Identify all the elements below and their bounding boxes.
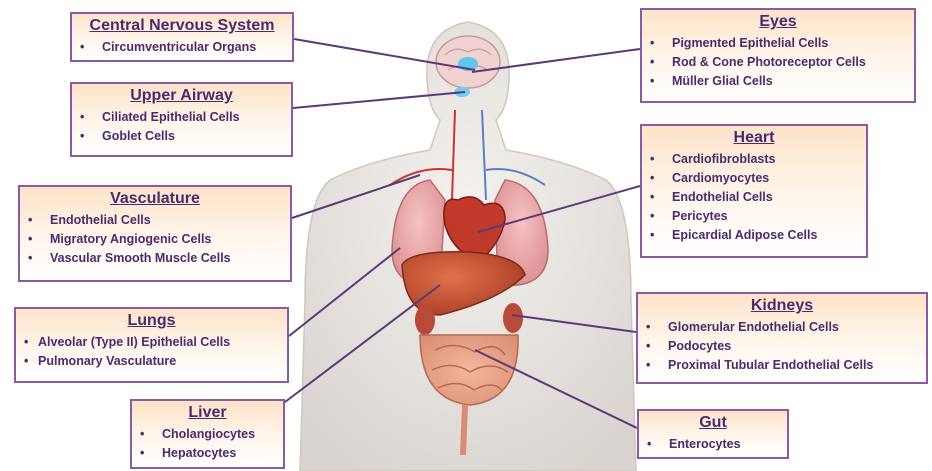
list-item: •Vascular Smooth Muscle Cells xyxy=(28,249,282,268)
box-gut: Gut •Enterocytes xyxy=(637,409,789,459)
box-title: Eyes xyxy=(650,13,906,31)
list-item: •Goblet Cells xyxy=(80,127,283,146)
list-item: •Pericytes xyxy=(650,207,858,226)
list-item: •Enterocytes xyxy=(647,435,779,454)
list-item: •Cholangiocytes xyxy=(140,425,275,444)
box-title: Kidneys xyxy=(646,297,918,315)
box-upper-airway: Upper Airway •Ciliated Epithelial Cells … xyxy=(70,82,293,157)
box-title: Gut xyxy=(647,414,779,432)
box-heart: Heart •Cardiofibroblasts •Cardiomyocytes… xyxy=(640,124,868,258)
box-liver: Liver •Cholangiocytes •Hepatocytes xyxy=(130,399,285,469)
box-vasculature: Vasculature •Endothelial Cells •Migrator… xyxy=(18,185,292,282)
list-item: •Endothelial Cells xyxy=(650,188,858,207)
box-title: Central Nervous System xyxy=(80,17,284,35)
box-kidneys: Kidneys •Glomerular Endothelial Cells •P… xyxy=(636,292,928,384)
list-item: •Ciliated Epithelial Cells xyxy=(80,108,283,127)
list-item: •Cardiofibroblasts xyxy=(650,150,858,169)
box-title: Vasculature xyxy=(28,190,282,208)
box-title: Liver xyxy=(140,404,275,422)
list-item: •Circumventricular Organs xyxy=(80,38,284,57)
box-cns: Central Nervous System •Circumventricula… xyxy=(70,12,294,62)
list-item: •Proximal Tubular Endothelial Cells xyxy=(646,356,918,375)
list-item: •Cardiomyocytes xyxy=(650,169,858,188)
box-title: Lungs xyxy=(24,312,279,330)
list-item: •Pigmented Epithelial Cells xyxy=(650,34,906,53)
list-item: •Rod & Cone Photoreceptor Cells xyxy=(650,53,906,72)
list-item: •Podocytes xyxy=(646,337,918,356)
box-lungs: Lungs •Alveolar (Type II) Epithelial Cel… xyxy=(14,307,289,383)
box-title: Heart xyxy=(650,129,858,147)
list-item: •Pulmonary Vasculature xyxy=(24,352,279,371)
box-title: Upper Airway xyxy=(80,87,283,105)
list-item: •Alveolar (Type II) Epithelial Cells xyxy=(24,333,279,352)
list-item: •Epicardial Adipose Cells xyxy=(650,226,858,245)
list-item: •Glomerular Endothelial Cells xyxy=(646,318,918,337)
list-item: •Endothelial Cells xyxy=(28,211,282,230)
box-eyes: Eyes •Pigmented Epithelial Cells •Rod & … xyxy=(640,8,916,103)
list-item: •Hepatocytes xyxy=(140,444,275,463)
list-item: •Müller Glial Cells xyxy=(650,72,906,91)
list-item: •Migratory Angiogenic Cells xyxy=(28,230,282,249)
